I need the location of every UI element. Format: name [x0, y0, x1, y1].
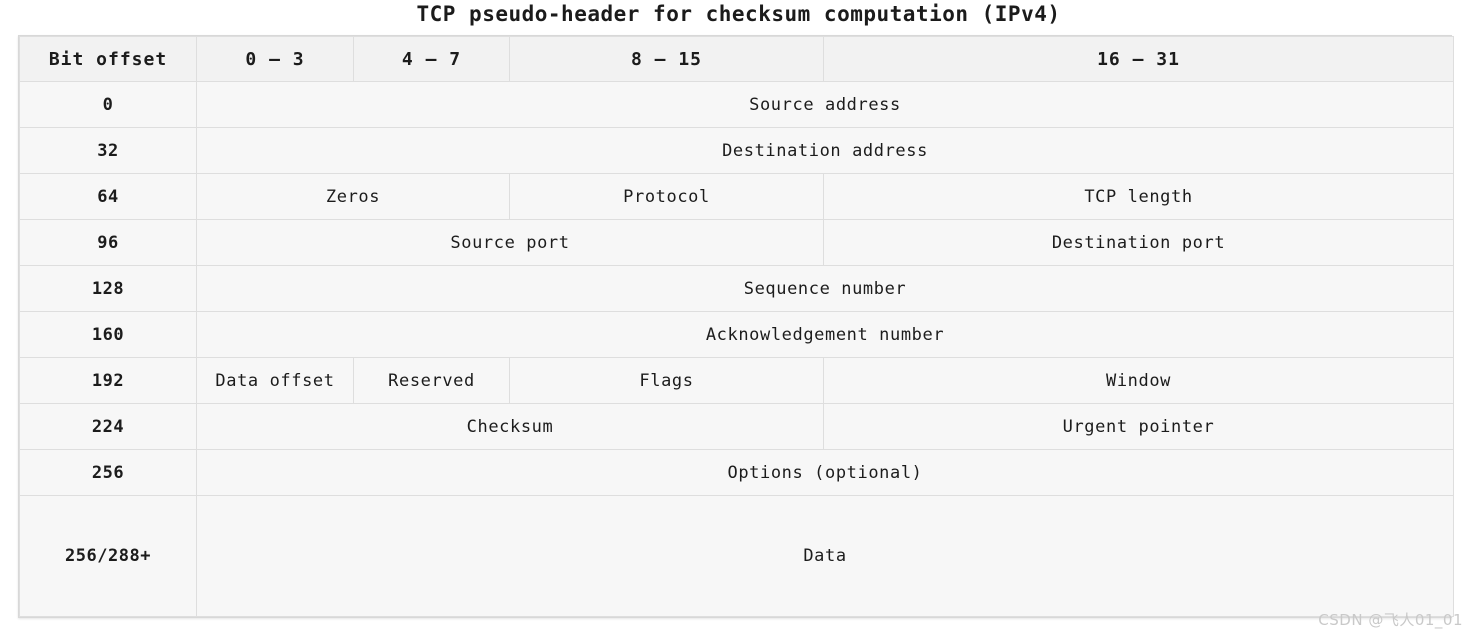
field-cell-sequence-number: Sequence number	[196, 265, 1454, 312]
bit-offset-cell: 192	[19, 357, 197, 404]
field-cell-reserved: Reserved	[353, 357, 510, 404]
field-cell-zeros: Zeros	[196, 173, 510, 220]
table-row: 128 Sequence number	[19, 265, 1454, 312]
field-cell-acknowledgement-number: Acknowledgement number	[196, 311, 1454, 358]
bit-offset-cell: 224	[19, 403, 197, 450]
bit-offset-cell: 96	[19, 219, 197, 266]
field-cell-urgent-pointer: Urgent pointer	[823, 403, 1454, 450]
field-cell-data-offset: Data offset	[196, 357, 354, 404]
column-header-bit-offset: Bit offset	[19, 36, 197, 82]
table-row: 256 Options (optional)	[19, 449, 1454, 496]
field-cell-options: Options (optional)	[196, 449, 1454, 496]
column-header-8-15: 8 – 15	[509, 36, 824, 82]
field-cell-source-port: Source port	[196, 219, 824, 266]
field-cell-checksum: Checksum	[196, 403, 824, 450]
table-body: Bit offset 0 – 3 4 – 7 8 – 15 16 – 31 0 …	[19, 36, 1454, 617]
bit-offset-cell: 0	[19, 81, 197, 128]
table-row: 224 Checksum Urgent pointer	[19, 403, 1454, 450]
bit-offset-cell: 160	[19, 311, 197, 358]
bit-offset-cell: 64	[19, 173, 197, 220]
column-header-4-7: 4 – 7	[353, 36, 510, 82]
field-cell-tcp-length: TCP length	[823, 173, 1454, 220]
header-layout-table: Bit offset 0 – 3 4 – 7 8 – 15 16 – 31 0 …	[19, 36, 1454, 617]
page-title: TCP pseudo-header for checksum computati…	[416, 2, 1061, 26]
table-row: 192 Data offset Reserved Flags Window	[19, 357, 1454, 404]
table-row: 64 Zeros Protocol TCP length	[19, 173, 1454, 220]
column-header-16-31: 16 – 31	[823, 36, 1454, 82]
table-row: 96 Source port Destination port	[19, 219, 1454, 266]
bit-offset-cell: 256	[19, 449, 197, 496]
field-cell-window: Window	[823, 357, 1454, 404]
field-cell-source-address: Source address	[196, 81, 1454, 128]
table-row: 32 Destination address	[19, 127, 1454, 174]
table-row: 160 Acknowledgement number	[19, 311, 1454, 358]
watermark: CSDN @飞人01_01	[1318, 611, 1463, 629]
table-row: 0 Source address	[19, 81, 1454, 128]
field-cell-destination-port: Destination port	[823, 219, 1454, 266]
field-cell-flags: Flags	[509, 357, 824, 404]
bit-offset-cell: 32	[19, 127, 197, 174]
field-cell-data: Data	[196, 495, 1454, 617]
field-cell-destination-address: Destination address	[196, 127, 1454, 174]
bit-offset-cell: 256/288+	[19, 495, 197, 617]
column-header-0-3: 0 – 3	[196, 36, 354, 82]
bit-offset-cell: 128	[19, 265, 197, 312]
table-header-row: Bit offset 0 – 3 4 – 7 8 – 15 16 – 31	[19, 36, 1454, 82]
field-cell-protocol: Protocol	[509, 173, 824, 220]
table-row: 256/288+ Data	[19, 495, 1454, 617]
tcp-pseudo-header-table: Bit offset 0 – 3 4 – 7 8 – 15 16 – 31 0 …	[18, 35, 1454, 618]
